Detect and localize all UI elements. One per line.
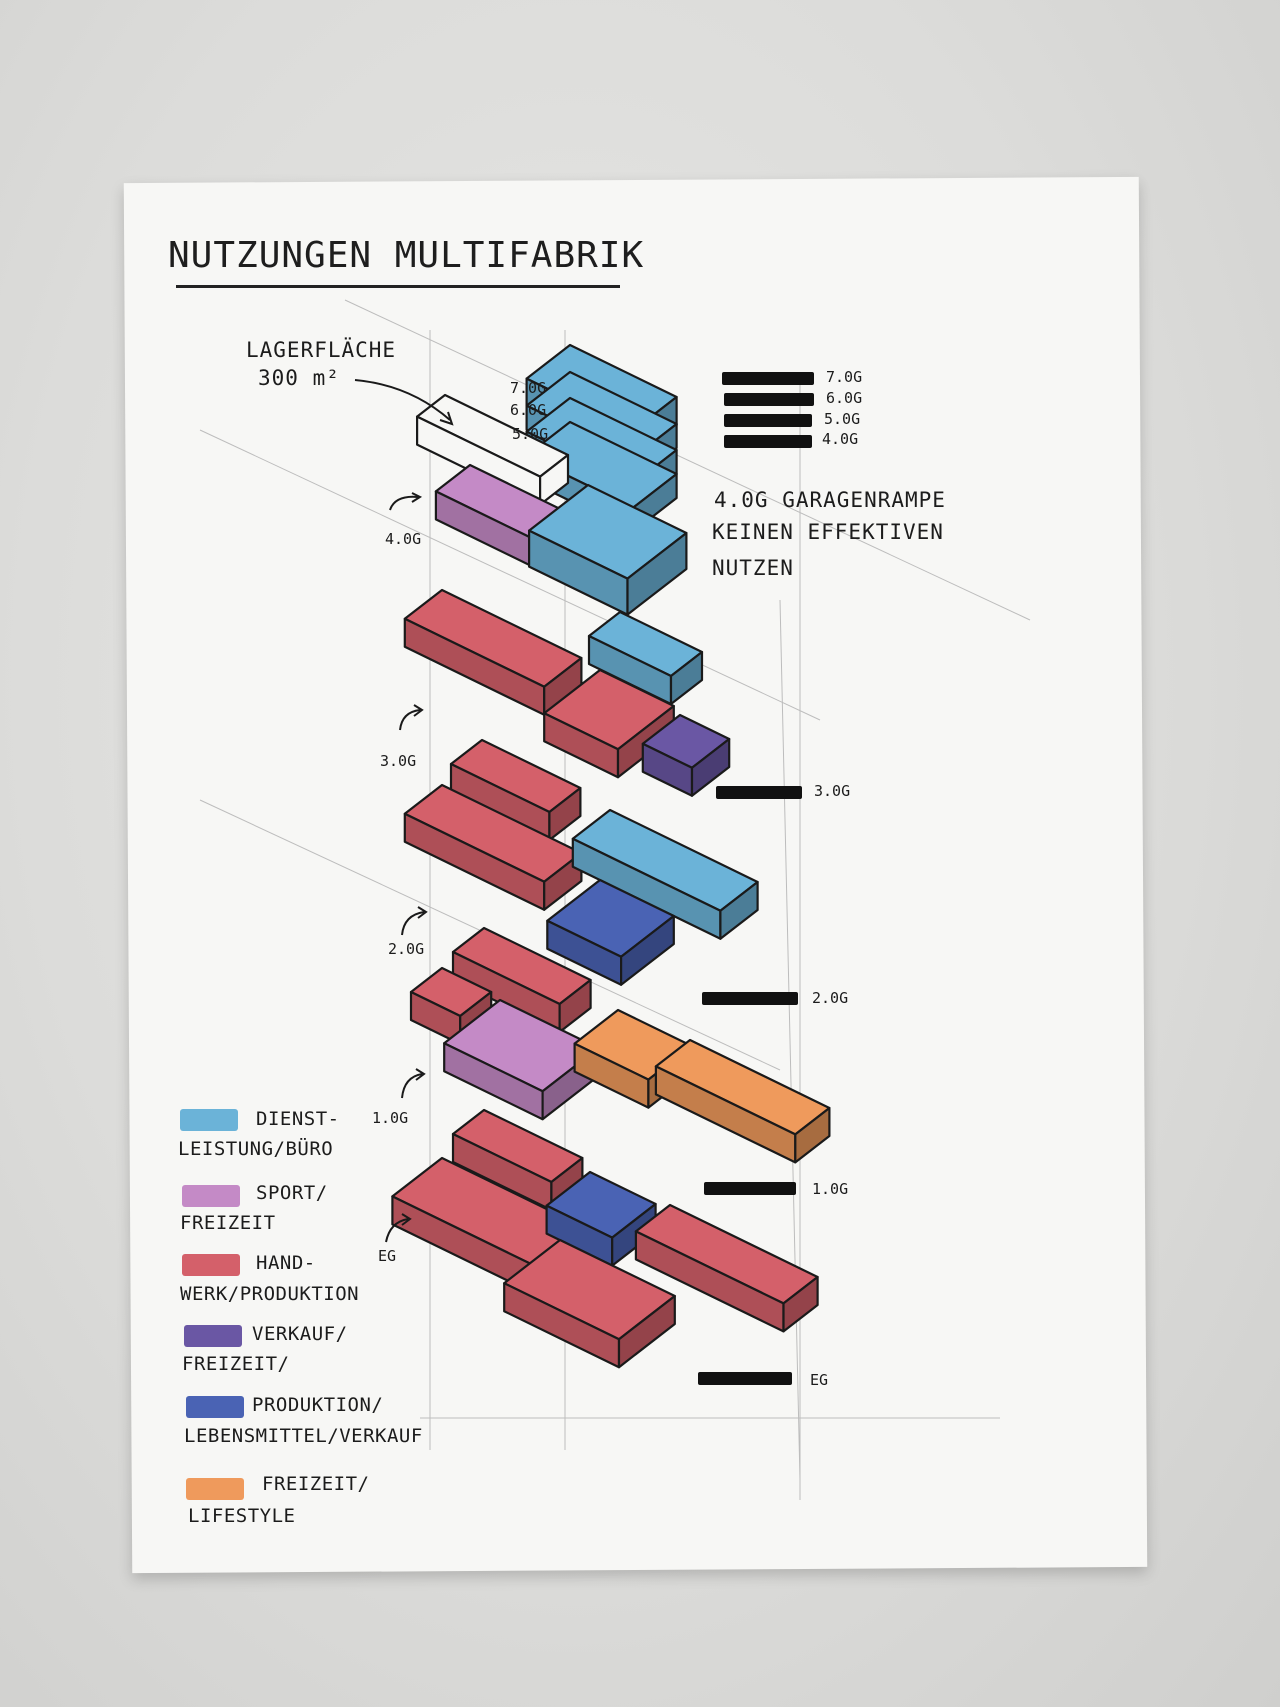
floor-scale-label-5og: 5.0G (824, 410, 861, 428)
legend-swatch-verkauf (184, 1325, 242, 1347)
storage-label-line1: LAGERFLÄCHE (246, 338, 397, 362)
legend-label-dienstleistung-1: DIENST- (256, 1108, 340, 1130)
legend-label-handwerk-2: WERK/PRODUKTION (180, 1283, 360, 1305)
floor-arrows (354, 379, 454, 1243)
floor-bar-eg (698, 1372, 792, 1385)
floor-scale-label-7og: 7.0G (826, 368, 863, 386)
floor-bar-4og (724, 435, 812, 448)
floor-bar-6og (724, 393, 814, 406)
block-2og-food-side (619, 914, 675, 986)
floor-scale-label-3og: 3.0G (814, 782, 851, 800)
block-2og-office-side (719, 880, 759, 940)
legend-label-verkauf-1: VERKAUF/ (252, 1323, 348, 1345)
floor-scale-label-2og: 2.0G (812, 989, 849, 1007)
legend-label-sport-1: SPORT/ (256, 1182, 328, 1204)
model-label-6og: 6.0G (510, 401, 547, 419)
floor-scale-label-1og: 1.0G (812, 1180, 849, 1198)
model-label-4og: 4.0G (385, 530, 422, 548)
storage-label-line2: 300 m² (258, 366, 340, 390)
legend-label-dienstleistung-2: LEISTUNG/BÜRO (178, 1138, 334, 1160)
title-underline (176, 285, 620, 288)
legend-label-handwerk-1: HAND- (256, 1252, 316, 1274)
legend-swatch-lifestyle (186, 1478, 244, 1500)
legend-swatch-dienstleistung (180, 1109, 238, 1131)
legend-label-lifestyle-2: LIFESTYLE (188, 1505, 296, 1527)
model-label-3og: 3.0G (380, 752, 417, 770)
model-label-7og: 7.0G (510, 379, 547, 397)
legend-label-produktion-1: PRODUKTION/ (252, 1394, 384, 1416)
legend-label-produktion-2: LEBENSMITTEL/VERKAUF (184, 1425, 423, 1447)
block-3og-retail-side (690, 737, 731, 797)
legend-swatch-produktion (186, 1396, 244, 1418)
floor-scale-label-6og: 6.0G (826, 389, 863, 407)
legend-swatch-handwerk (182, 1254, 240, 1276)
floor-bar-2og (702, 992, 798, 1005)
model-label-eg: EG (378, 1247, 397, 1265)
block-1og-lifestyle-long-side (794, 1106, 831, 1164)
legend-label-verkauf-2: FREIZEIT/ (182, 1353, 290, 1375)
floor-scale-label-4og: 4.0G (822, 430, 859, 448)
block-eg-workshop-long-side (782, 1275, 819, 1333)
block-eg-front-side (617, 1294, 676, 1369)
page-title: NUTZUNGEN MULTIFABRIK (168, 235, 645, 276)
legend-label-lifestyle-1: FREIZEIT/ (262, 1473, 370, 1495)
garage-note-line2: KEINEN EFFEKTIVEN (712, 520, 944, 544)
model-label-5og: 5.0G (512, 425, 549, 443)
garage-note-line3: NUTZEN (712, 556, 794, 580)
legend-label-sport-2: FREIZEIT (180, 1212, 276, 1234)
garage-note-line1: 4.0G GARAGENRAMPE (714, 488, 946, 512)
floor-bar-3og (716, 786, 802, 799)
legend-swatch-sport (182, 1185, 240, 1207)
floor-bar-5og (724, 414, 812, 427)
floor-bar-1og (704, 1182, 796, 1195)
floor-scale-label-eg: EG (810, 1371, 829, 1389)
model-label-1og: 1.0G (372, 1109, 409, 1127)
floor-bar-7og (722, 372, 814, 385)
building-blocks (391, 343, 831, 1369)
model-label-2og: 2.0G (388, 940, 425, 958)
